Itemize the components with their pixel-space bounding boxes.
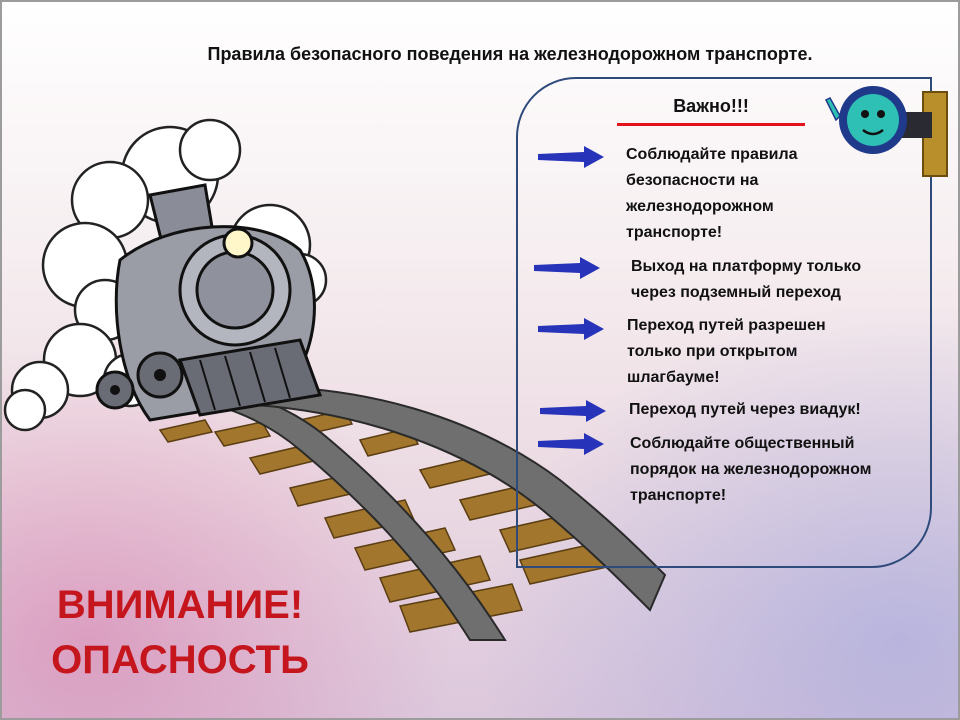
rule-line: железнодорожном: [626, 198, 774, 215]
rule-item-5: Соблюдайте общественный порядок на желез…: [630, 431, 871, 509]
rule-item-4: Переход путей через виадук!: [629, 397, 861, 423]
rule-line: шлагбауме!: [627, 369, 720, 386]
heading-underline: [617, 123, 805, 126]
warning-title: ВНИМАНИЕ!: [56, 583, 304, 627]
blue-arrow-icon: [538, 318, 604, 340]
rule-line: транспорте!: [626, 224, 723, 241]
blue-arrow-icon: [534, 257, 600, 279]
blue-arrow-icon: [540, 400, 606, 422]
rule-line: Соблюдайте правила: [626, 146, 798, 163]
rule-line: через подземный переход: [631, 284, 841, 301]
rule-line: безопасности на: [626, 172, 759, 189]
rule-line: Выход на платформу только: [631, 258, 862, 275]
important-heading: Важно!!!: [673, 96, 749, 116]
important-rules-box: [516, 77, 932, 568]
rule-item-1: Соблюдайте правила безопасности на желез…: [626, 142, 798, 246]
rule-line: Переход путей через виадук!: [629, 401, 861, 418]
rule-line: только при открытом: [627, 343, 798, 360]
steam-locomotive-icon: [95, 183, 323, 422]
page-title: Правила безопасного поведения на железно…: [207, 44, 813, 64]
train-illustration: [3, 118, 667, 641]
blue-arrow-icon: [538, 146, 604, 168]
rule-item-2: Выход на платформу только через подземны…: [631, 254, 861, 306]
warning-subtitle: ОПАСНОСТЬ: [51, 638, 309, 682]
rule-line: Соблюдайте общественный: [630, 435, 855, 452]
rule-item-3: Переход путей разрешен только при открыт…: [627, 313, 826, 391]
rule-line: транспорте!: [630, 487, 727, 504]
blue-arrow-icon: [538, 433, 604, 455]
traffic-light-mascot-icon: [824, 86, 948, 177]
rule-line: Переход путей разрешен: [627, 317, 826, 334]
rule-line: порядок на железнодорожном: [630, 461, 872, 478]
